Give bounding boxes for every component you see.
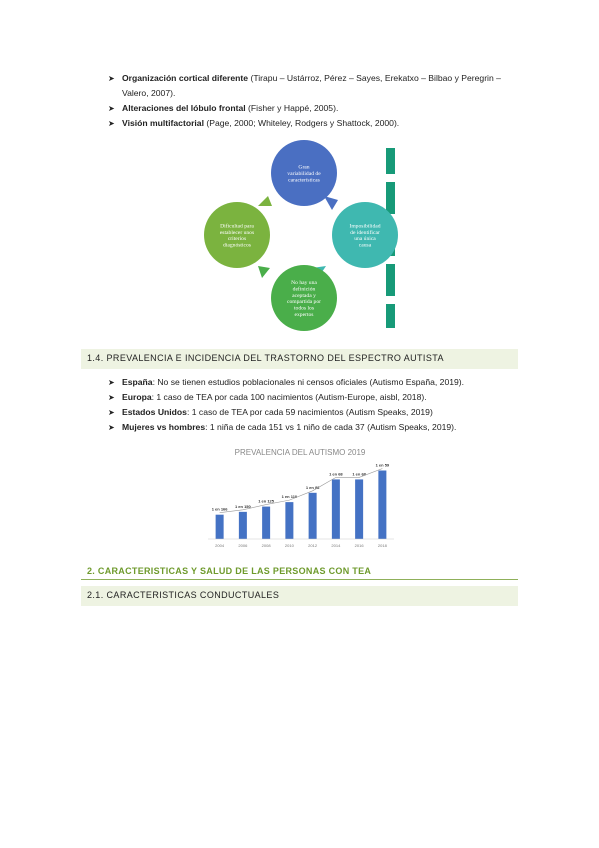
cycle-arrow	[258, 196, 272, 206]
chart-bar	[378, 470, 387, 539]
cycle-node-label-line: expertos	[295, 312, 314, 318]
chart-data-label: 1 en 125	[258, 499, 275, 504]
causes-list: ➤Organización cortical diferente (Tirapu…	[108, 71, 508, 131]
cycle-node-label-line: Gran	[298, 165, 309, 171]
cycle-node-label-line: diagnósticos	[223, 243, 251, 249]
arrow-bullet-icon: ➤	[108, 408, 115, 417]
chart-tick-label: 2012	[308, 543, 318, 548]
list-item: ➤Organización cortical diferente (Tirapu…	[108, 73, 501, 98]
chart-bar	[215, 514, 224, 539]
chart-tick-label: 2014	[331, 543, 341, 548]
list-item: ➤Estados Unidos: 1 caso de TEA por cada …	[108, 405, 528, 420]
cycle-node-label-line: todos los	[294, 306, 314, 312]
chart-data-label: 1 en 59	[376, 463, 390, 468]
chart-tick-label: 2018	[378, 543, 388, 548]
chart-tick-label: 2008	[262, 543, 272, 548]
cycle-node-label-line: una única	[354, 236, 376, 242]
list-item: ➤Visión multifactorial (Page, 2000; Whit…	[108, 116, 508, 131]
chart-data-label: 1 en 68	[329, 471, 343, 476]
section-heading-1-4: 1.4. PREVALENCIA E INCIDENCIA DEL TRASTO…	[81, 349, 518, 369]
chart-data-label: 1 en 150	[235, 504, 252, 509]
prevalence-list: ➤España: No se tienen estudios poblacion…	[108, 375, 528, 435]
arrow-bullet-icon: ➤	[108, 393, 115, 402]
arrow-bullet-icon: ➤	[108, 104, 115, 113]
list-item: ➤España: No se tienen estudios poblacion…	[108, 375, 528, 390]
chart-tick-label: 2006	[238, 543, 248, 548]
chart-title: PREVALENCIA DEL AUTISMO 2019	[235, 448, 366, 457]
cycle-node-label-line: Imposibilidad	[349, 223, 380, 229]
section-heading-2-1: 2.1. CARACTERISTICAS CONDUCTUALES	[81, 586, 518, 606]
cycle-node-label-line: Dificultad para	[220, 222, 254, 229]
prevalence-chart: PREVALENCIA DEL AUTISMO 2019 1 en 166 200…	[208, 448, 394, 548]
cycle-node-label-line: No hay una	[291, 280, 317, 286]
chart-bar	[262, 506, 271, 539]
chart-bar	[238, 511, 247, 539]
chart-data-label: 1 en 88	[306, 485, 320, 490]
chart-bar	[285, 502, 294, 539]
section-heading-2: 2. CARACTERISTICAS Y SALUD DE LAS PERSON…	[81, 563, 518, 580]
cycle-node-label-line: variabilidad de	[287, 171, 321, 177]
chart-bar	[308, 492, 317, 539]
cycle-node-label-line: definición	[293, 285, 316, 292]
cycle-node-label-line: criterios	[228, 236, 246, 242]
cycle-arrow	[258, 266, 270, 278]
chart-bar	[331, 479, 340, 539]
arrow-bullet-icon: ➤	[108, 378, 115, 387]
cycle-node-label-line: de identificar	[350, 229, 380, 236]
arrow-bullet-icon: ➤	[108, 74, 115, 83]
cycle-node-label-line: compartida por	[287, 299, 321, 305]
chart-data-label: 1 en 110	[282, 494, 298, 499]
chart-data-label: 1 en 166	[212, 507, 229, 512]
cycle-node-label-line: características	[288, 177, 320, 183]
chart-bar	[355, 479, 364, 539]
list-item: ➤Alteraciones del lóbulo frontal (Fisher…	[108, 101, 508, 116]
chart-trendline	[219, 468, 383, 513]
chart-tick-label: 2010	[285, 543, 295, 548]
cycle-node-label-line: establecer unos	[220, 230, 254, 236]
chart-data-label: 1 en 68	[352, 471, 366, 476]
cycle-node-label-line: aceptada y	[292, 293, 316, 299]
list-item: ➤Mujeres vs hombres: 1 niña de cada 151 …	[108, 420, 528, 435]
chart-tick-label: 2016	[355, 543, 365, 548]
cycle-node-label-line: causa	[359, 243, 372, 249]
arrow-bullet-icon: ➤	[108, 423, 115, 432]
arrow-bullet-icon: ➤	[108, 119, 115, 128]
chart-tick-label: 2004	[215, 543, 225, 548]
cycle-arrow	[324, 196, 338, 210]
list-item: ➤Europa: 1 caso de TEA por cada 100 naci…	[108, 390, 528, 405]
